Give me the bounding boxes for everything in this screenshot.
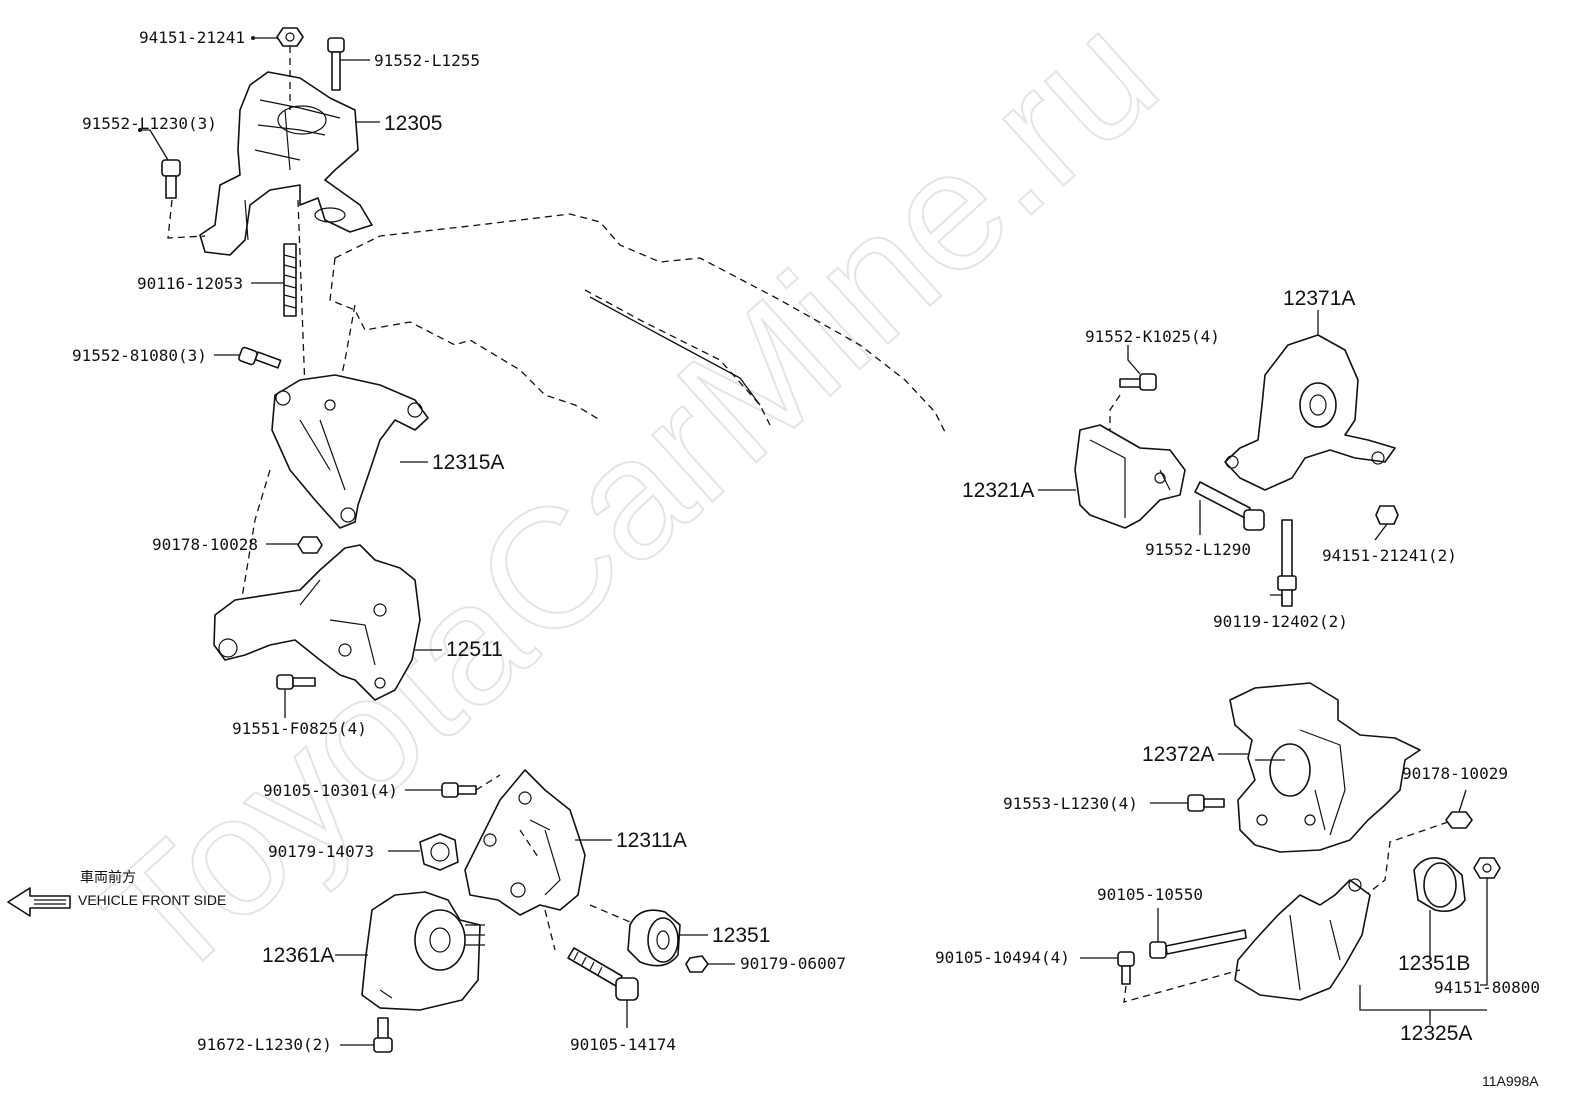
callout-12371A: 12371A	[1283, 287, 1355, 310]
watermark: ToyotaCarMine.ru	[68, 0, 1192, 1017]
callout-94151-80800: 94151-80800	[1434, 978, 1540, 997]
bolt-91552-K1025	[1119, 373, 1157, 391]
bolt-91552-L1290	[1194, 481, 1265, 531]
vehicle-front-label-en: VEHICLE FRONT SIDE	[78, 892, 226, 908]
callout-90178-10029: 90178-10029	[1402, 764, 1508, 783]
bolt-90105-10301	[441, 782, 477, 798]
assembly-line	[1361, 821, 1449, 899]
callout-90119-12402: 90119-12402(2)	[1213, 612, 1348, 631]
callout-12372A: 12372A	[1142, 743, 1214, 766]
bolt-91553-L1230	[1187, 794, 1225, 812]
callout-12511: 12511	[446, 638, 503, 661]
stud-90119-12402	[1277, 519, 1297, 607]
engine-mount-12371A	[1224, 334, 1396, 491]
callout-91552-L1230: 91552-L1230(3)	[82, 114, 217, 133]
engine-mount-12361A	[361, 891, 485, 1011]
callout-91553-L1230: 91553-L1230(4)	[1003, 794, 1138, 813]
vehicle-front-label-jp: 車両前方	[80, 869, 136, 885]
callout-12351: 12351	[712, 924, 770, 947]
assembly-line	[475, 774, 631, 951]
callout-90179-06007: 90179-06007	[740, 954, 846, 973]
bracket-12315A	[271, 374, 429, 529]
bracket-12325A	[1234, 878, 1371, 1001]
bolt-91552-L1255	[327, 37, 345, 91]
nut-90178-10029	[1445, 811, 1473, 829]
callout-90105-10301: 90105-10301(4)	[263, 781, 398, 800]
callout-12315A: 12315A	[432, 451, 504, 474]
assembly-line	[167, 46, 306, 391]
engine-mount-12372A	[1229, 682, 1421, 853]
callout-90105-10494: 90105-10494(4)	[935, 948, 1070, 967]
bolt-91552-L1230	[161, 159, 181, 199]
bolt-90105-10494	[1117, 951, 1135, 985]
callout-94151-21241-2: 94151-21241(2)	[1322, 546, 1457, 565]
bracket-12321A	[1074, 424, 1186, 529]
diagram-code: 11A998A	[1482, 1073, 1539, 1089]
stud-90116-12053	[283, 243, 297, 317]
callout-91551-F0825: 91551-F0825(4)	[232, 719, 367, 738]
callout-12351B: 12351B	[1398, 952, 1470, 975]
callout-90105-14174: 90105-14174	[570, 1035, 676, 1054]
callout-94151-21241: 94151-21241	[139, 28, 245, 47]
callout-91552-L1255: 91552-L1255	[374, 51, 480, 70]
nut-94151-80800	[1473, 857, 1501, 879]
bolt-91672-L1230	[373, 1017, 393, 1053]
nut-90179-14073	[419, 833, 459, 871]
callout-91552-K1025: 91552-K1025(4)	[1085, 327, 1220, 346]
callout-90116-12053: 90116-12053	[137, 274, 243, 293]
bracket-12511	[213, 544, 421, 701]
callout-90178-10028: 90178-10028	[152, 535, 258, 554]
nut-94151-21241	[276, 27, 304, 47]
left-arrow-icon	[7, 887, 71, 917]
callout-91672-L1230: 91672-L1230(2)	[197, 1035, 332, 1054]
callout-12305: 12305	[384, 112, 442, 135]
callout-12361A: 12361A	[262, 944, 334, 967]
nut-94151-21241-right	[1375, 505, 1399, 525]
nut-90178-10028	[297, 536, 323, 554]
assembly-line	[1123, 969, 1241, 1003]
engine-mount-12305	[199, 71, 373, 256]
bracket-12311A	[464, 769, 586, 916]
bolt-90105-10550	[1149, 929, 1247, 959]
callout-12325A: 12325A	[1400, 1022, 1472, 1045]
bushing-12351	[627, 909, 681, 967]
leader-lines	[138, 36, 1488, 1046]
bolt-91551-F0825	[276, 674, 316, 690]
bolt-91552-81080	[238, 346, 282, 369]
assembly-line	[1109, 394, 1121, 430]
callout-90105-10550: 90105-10550	[1097, 885, 1203, 904]
bolt-90105-14174	[567, 947, 639, 1001]
callout-91552-81080: 91552-81080(3)	[72, 346, 207, 365]
callout-12311A: 12311A	[616, 829, 687, 852]
callout-90179-14073: 90179-14073	[268, 842, 374, 861]
callout-12321A: 12321A	[962, 479, 1034, 502]
callout-91552-L1290: 91552-L1290	[1145, 540, 1251, 559]
bushing-12351B	[1413, 857, 1466, 913]
nut-90179-06007	[685, 955, 709, 973]
